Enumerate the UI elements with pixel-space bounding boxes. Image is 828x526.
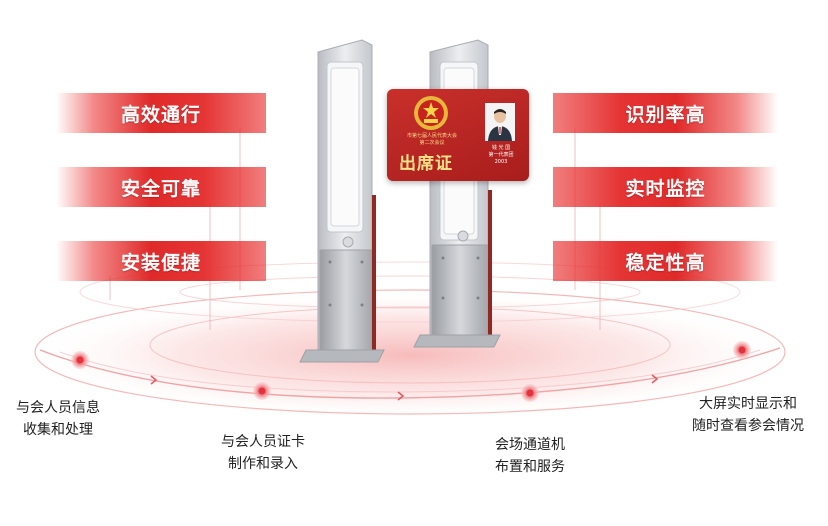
feature-label: 识别率高 bbox=[625, 103, 706, 126]
badge-role: 第一代表团 bbox=[488, 152, 514, 158]
step-line: 大屏实时显示和 bbox=[699, 396, 797, 412]
step-label-screen-display: 大屏实时显示和 随时查看参会情况 bbox=[678, 393, 818, 437]
step-line: 随时查看参会情况 bbox=[692, 418, 804, 434]
badge-name: 钱 光 国 bbox=[491, 145, 511, 151]
feature-label: 安全可靠 bbox=[120, 177, 201, 200]
step-line: 与会人员信息 bbox=[16, 400, 100, 416]
step-line: 制作和录入 bbox=[228, 456, 298, 472]
feature-banner-easy-install: 安装便捷 bbox=[56, 241, 266, 281]
feature-label: 稳定性高 bbox=[625, 251, 706, 274]
national-emblem-icon bbox=[414, 96, 448, 130]
security-gate-left bbox=[299, 39, 385, 363]
step-label-card-making: 与会人员证卡 制作和录入 bbox=[203, 431, 323, 475]
step-line: 与会人员证卡 bbox=[221, 434, 305, 450]
step-label-info-collection: 与会人员信息 收集和处理 bbox=[3, 397, 113, 441]
feature-banner-monitoring: 实时监控 bbox=[553, 167, 778, 207]
feature-banner-recognition: 识别率高 bbox=[553, 93, 778, 133]
feature-banner-stability: 稳定性高 bbox=[553, 241, 778, 281]
portrait-photo bbox=[485, 103, 515, 141]
arrow-icon bbox=[651, 374, 659, 384]
badge-title: 出席证 bbox=[399, 154, 453, 174]
feature-banner-efficient: 高效通行 bbox=[56, 93, 266, 133]
feature-label: 实时监控 bbox=[625, 177, 706, 200]
step-line: 布置和服务 bbox=[495, 459, 565, 475]
badge-org-text: 市第七届人民代表大会 第二次会议 bbox=[406, 133, 457, 146]
feature-label: 高效通行 bbox=[120, 103, 201, 126]
feature-banner-secure: 安全可靠 bbox=[56, 167, 266, 207]
step-line: 收集和处理 bbox=[23, 422, 93, 438]
step-line: 会场通道机 bbox=[495, 437, 565, 453]
attendance-badge-card: 市第七届人民代表大会 第二次会议 出席证 钱 光 国 第一代表团 2003 bbox=[387, 89, 529, 181]
arrow-icon bbox=[397, 391, 405, 401]
feature-label: 安装便捷 bbox=[120, 251, 201, 274]
badge-number: 2003 bbox=[494, 159, 508, 165]
step-label-gate-setup: 会场通道机 布置和服务 bbox=[470, 434, 590, 478]
arrow-icon bbox=[150, 375, 158, 385]
badge-holder-info: 钱 光 国 第一代表团 2003 bbox=[479, 145, 523, 166]
